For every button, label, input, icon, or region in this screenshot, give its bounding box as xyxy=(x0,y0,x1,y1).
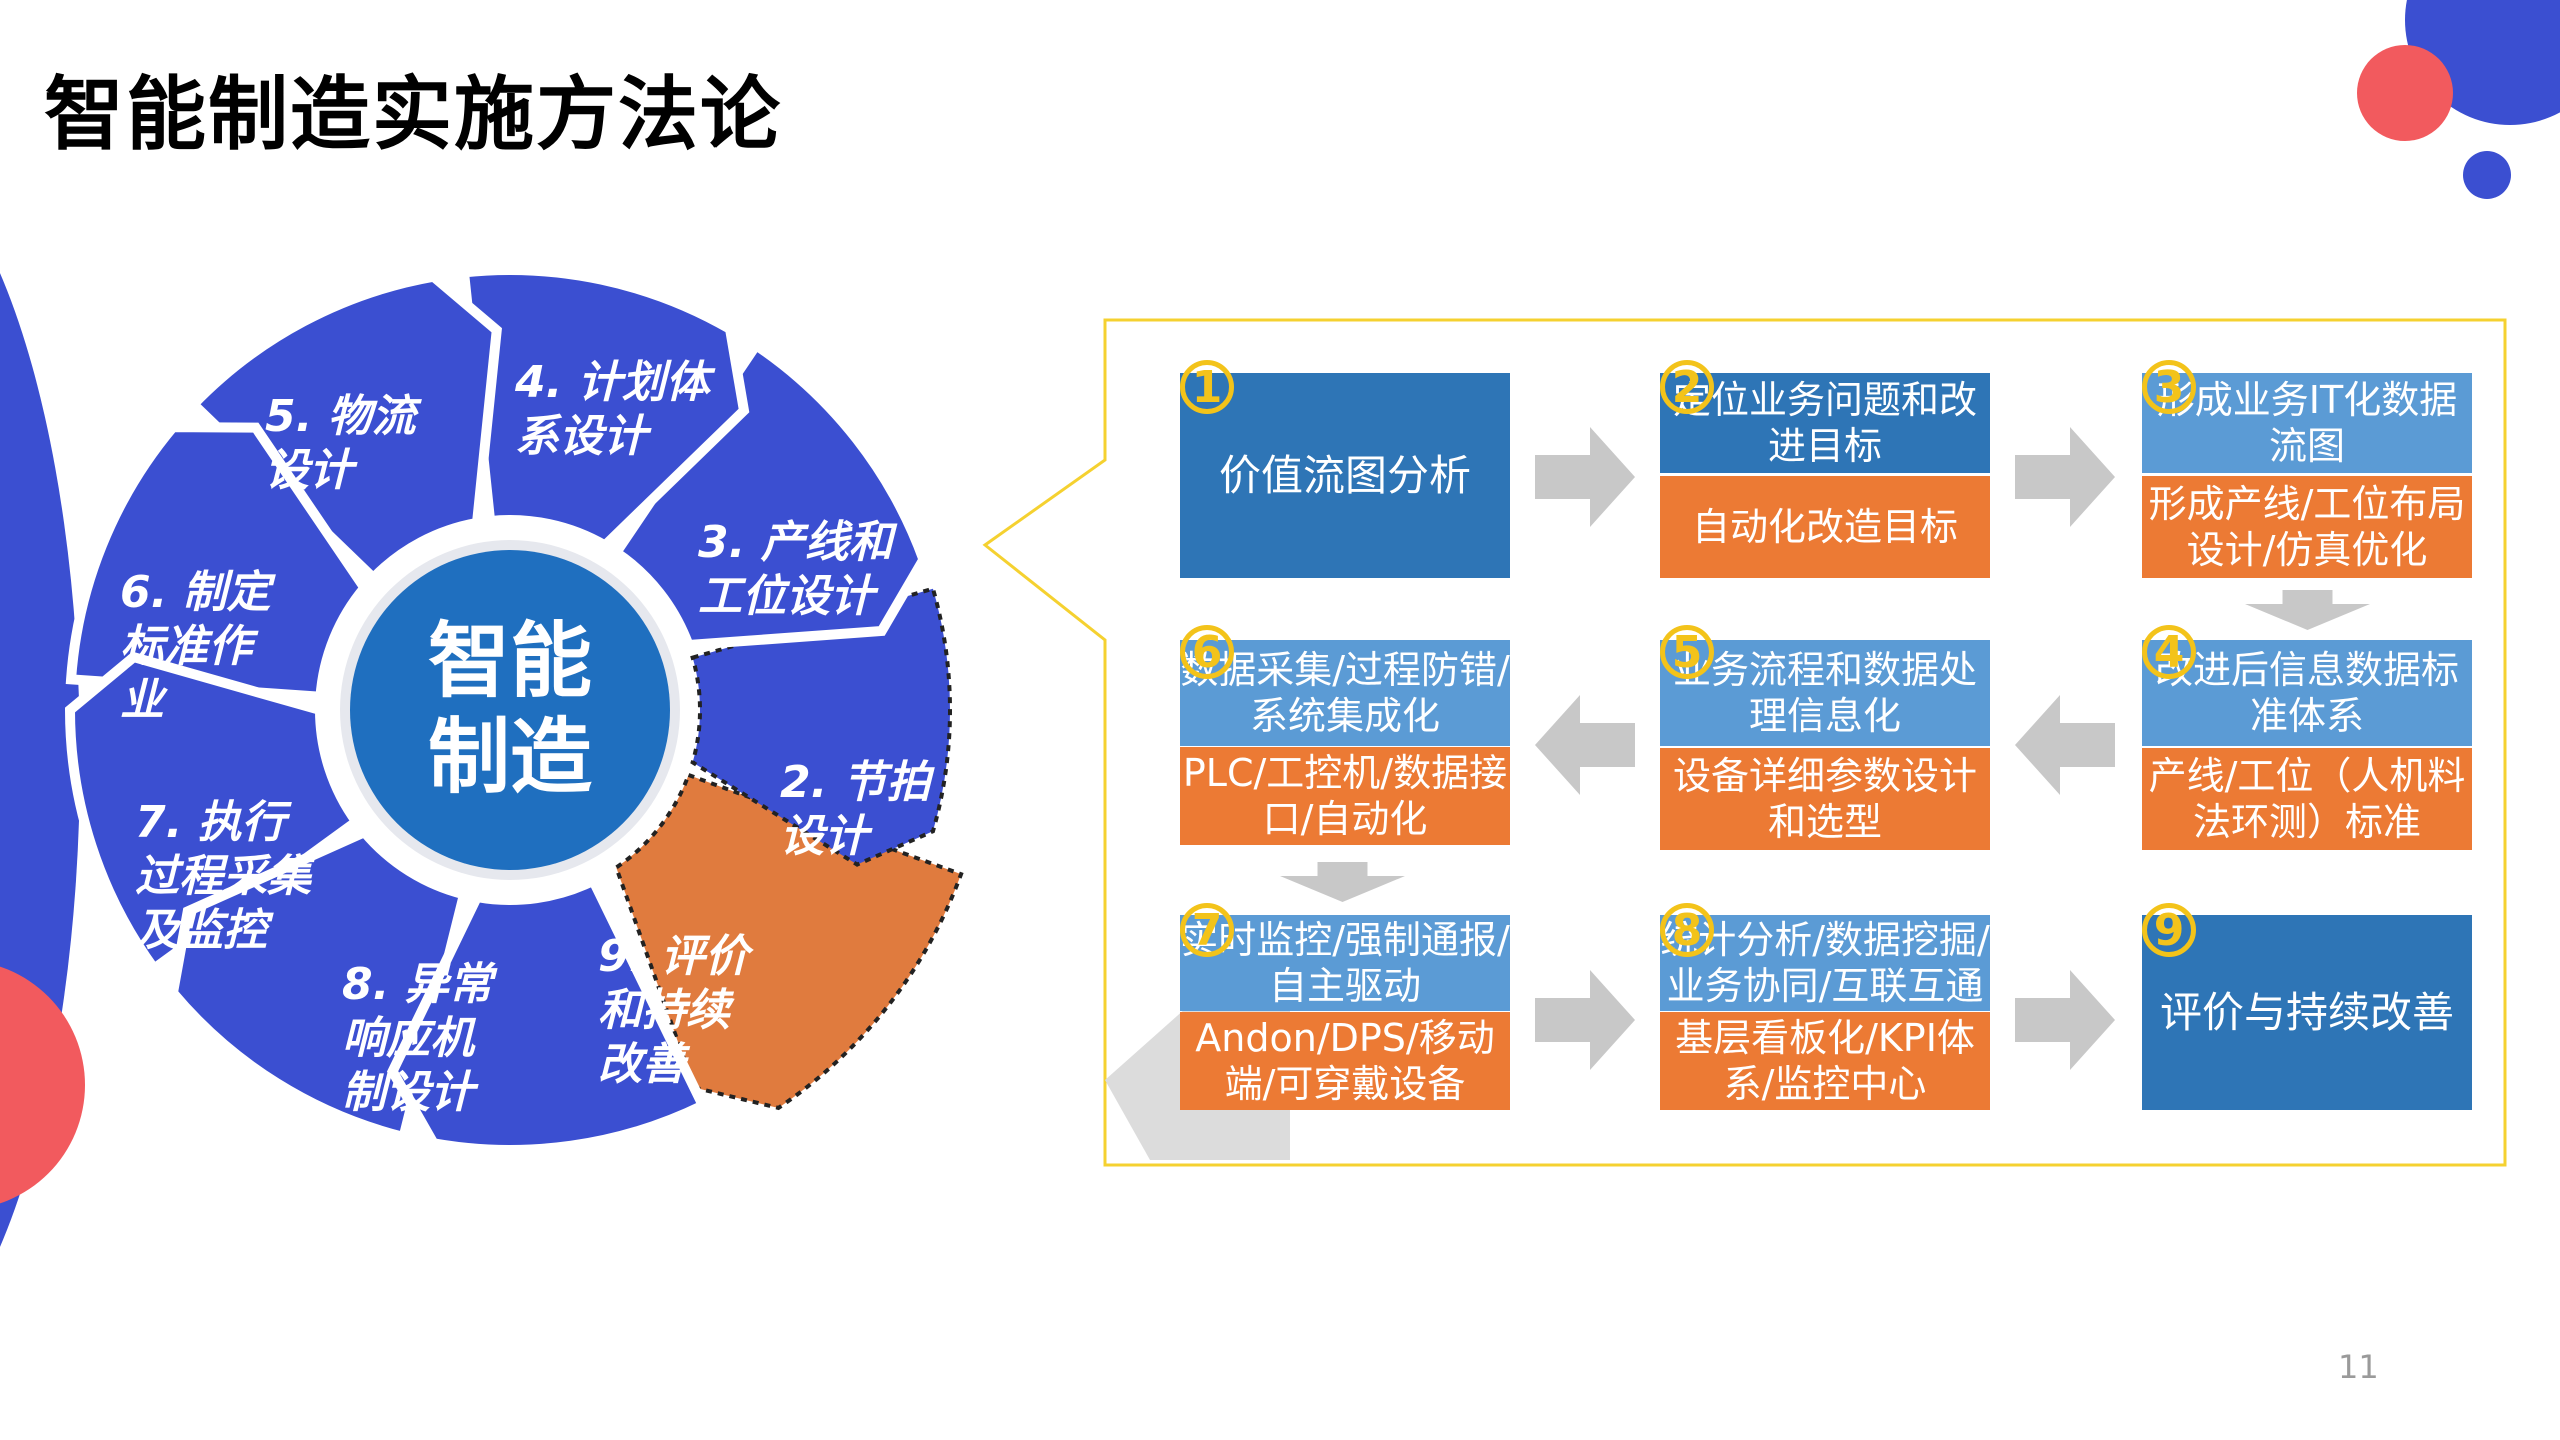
step-1: 价值流图分析 xyxy=(1180,373,1510,578)
cycle-segment-7 xyxy=(64,651,364,976)
step-5: 业务流程和数据处理信息化 设备详细参数设计和选型 xyxy=(1660,640,1990,850)
step-5-detail: 设备详细参数设计和选型 xyxy=(1660,748,1990,850)
decor-coral-top-right xyxy=(2357,45,2453,141)
step-7: 实时监控/强制通报/自主驱动 Andon/DPS/移动端/可穿戴设备 xyxy=(1180,915,1510,1110)
step-9-title: 评价与持续改善 xyxy=(2142,915,2472,1110)
cycle-ring xyxy=(64,265,964,1155)
cycle-segment-8 xyxy=(167,826,471,1143)
step-4-detail: 产线/工位（人机料法环测）标准 xyxy=(2142,748,2472,850)
cycle-segment-2 xyxy=(690,586,952,867)
step-5-badge: 5 xyxy=(1660,625,1714,679)
step-8-badge: 8 xyxy=(1660,903,1714,957)
cycle-segment-4 xyxy=(458,265,750,552)
step-2-badge: 2 xyxy=(1660,360,1714,414)
step-2: 定位业务问题和改进目标 自动化改造目标 xyxy=(1660,373,1990,578)
arrow-3-to-4 xyxy=(2245,590,2370,630)
flow-arrows xyxy=(1280,427,2370,1070)
step-2-detail: 自动化改造目标 xyxy=(1660,476,1990,578)
step-1-title: 价值流图分析 xyxy=(1180,373,1510,578)
arrow-7-to-8 xyxy=(1535,970,1635,1070)
segment-label-7: 7. 执行 过程采集 及监控 xyxy=(135,797,311,956)
cycle-segment-5 xyxy=(186,271,502,586)
segment-label-6: 6. 制定 标准作 业 xyxy=(120,567,271,726)
segment-label-9: 9. 评价 和持续 改善 xyxy=(598,931,749,1090)
segment-label-1: 1. 产品 族分析 xyxy=(930,961,1081,1066)
decor-dot-top-right xyxy=(2463,151,2511,199)
cycle-segment-6 xyxy=(65,422,371,703)
arrow-6-to-7 xyxy=(1280,862,1405,902)
segment-label-3: 3. 产线和 工位设计 xyxy=(698,517,893,622)
step-8-detail: 基层看板化/KPI体系/监控中心 xyxy=(1660,1012,1990,1110)
step-6-detail: PLC/工控机/数据接口/自动化 xyxy=(1180,747,1510,845)
center-label: 智能 制造 xyxy=(427,614,592,805)
step-3-detail: 形成产线/工位布局设计/仿真优化 xyxy=(2142,476,2472,578)
arrow-2-to-3 xyxy=(2015,427,2115,527)
arrow-5-to-6 xyxy=(1535,695,1635,795)
step-8-title: 统计分析/数据挖掘/业务协同/互联互通 xyxy=(1660,915,1990,1011)
page-number: 11 xyxy=(2338,1348,2379,1386)
segment-label-2: 2. 节拍 设计 xyxy=(780,757,931,862)
page-title: 智能制造实施方法论 xyxy=(44,68,782,161)
step-3: 形成业务IT化数据流图 形成产线/工位布局设计/仿真优化 xyxy=(2142,373,2472,578)
step-8: 统计分析/数据挖掘/业务协同/互联互通 基层看板化/KPI体系/监控中心 xyxy=(1660,915,1990,1110)
step-5-title: 业务流程和数据处理信息化 xyxy=(1660,640,1990,746)
cycle-segment-1 xyxy=(613,772,964,1111)
step-4: 改进后信息数据标准体系 产线/工位（人机料法环测）标准 xyxy=(2142,640,2472,850)
segment-label-4: 4. 计划体 系设计 xyxy=(515,357,710,462)
step-6: 数据采集/过程防错/系统集成化 PLC/工控机/数据接口/自动化 xyxy=(1180,640,1510,845)
step-4-title: 改进后信息数据标准体系 xyxy=(2142,640,2472,746)
step-3-title: 形成业务IT化数据流图 xyxy=(2142,373,2472,473)
segment-label-8: 8. 异常 响应机 制设计 xyxy=(342,959,493,1118)
segment-label-5: 5. 物流 设计 xyxy=(265,391,416,496)
cycle-segment-3 xyxy=(609,338,929,651)
step-2-title: 定位业务问题和改进目标 xyxy=(1660,373,1990,473)
center-circle xyxy=(350,550,670,870)
step-7-badge: 7 xyxy=(1180,903,1234,957)
step-6-badge: 6 xyxy=(1180,625,1234,679)
arrow-1-to-2 xyxy=(1535,427,1635,527)
step-7-detail: Andon/DPS/移动端/可穿戴设备 xyxy=(1180,1012,1510,1110)
step-7-title: 实时监控/强制通报/自主驱动 xyxy=(1180,915,1510,1011)
step-4-badge: 4 xyxy=(2142,625,2196,679)
step-1-badge: 1 xyxy=(1180,360,1234,414)
arrow-8-to-9 xyxy=(2015,970,2115,1070)
step-3-badge: 3 xyxy=(2142,360,2196,414)
arrow-4-to-5 xyxy=(2015,695,2115,795)
step-6-title: 数据采集/过程防错/系统集成化 xyxy=(1180,640,1510,746)
cycle-segment-9 xyxy=(386,874,710,1155)
step-9: 评价与持续改善 xyxy=(2142,915,2472,1110)
decor-coral-left xyxy=(0,966,85,1204)
step-9-badge: 9 xyxy=(2142,903,2196,957)
